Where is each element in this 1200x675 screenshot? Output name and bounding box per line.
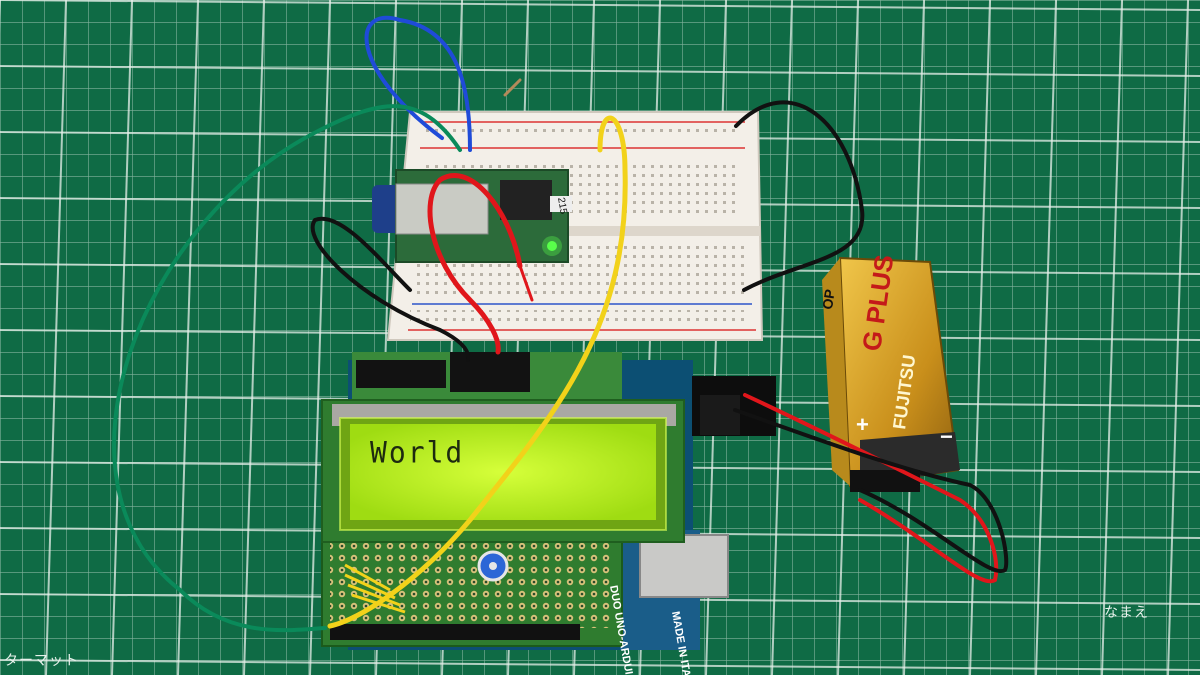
mat-grid-line [309,0,331,675]
mat-grid-line [1035,0,1057,675]
wire-green [112,104,462,633]
jumper-wires [112,15,1009,633]
battery-wire-black [733,408,1009,574]
battery-wire-red [743,393,999,584]
battery-9v [822,256,960,492]
mat-grid-line [0,0,1200,11]
mat-grid-line [45,0,67,675]
mat-grid-line [1167,0,1189,675]
lcd-line-1: World [370,435,465,470]
mat-grid-line [1101,0,1123,675]
wire-black-right [734,100,865,292]
battery-minus: − [940,424,953,449]
resistor [503,78,522,97]
wire-black-left [310,216,471,362]
wire-blue [364,15,472,152]
lcd-module [321,399,685,543]
lcd-screen [350,424,656,520]
module-number-text: 215 [555,197,569,216]
mat-grid-line [177,0,199,675]
header-jumpers [344,563,406,614]
protoshield-pcb [321,527,623,647]
mat-grid-line [0,659,1200,671]
battery-plus: + [856,412,869,437]
mat-text-bottom-right: なまえ [1104,605,1149,621]
mat-grid-line [243,0,265,675]
wire-red [427,173,523,355]
battery-side-text: OP [819,288,838,310]
mat-grid-line [111,0,133,675]
wireless-module [372,169,572,263]
wire-yellow [327,115,628,629]
mat-grid-line [0,65,1200,77]
mat-text-bottom-left: ターマット [4,653,79,669]
